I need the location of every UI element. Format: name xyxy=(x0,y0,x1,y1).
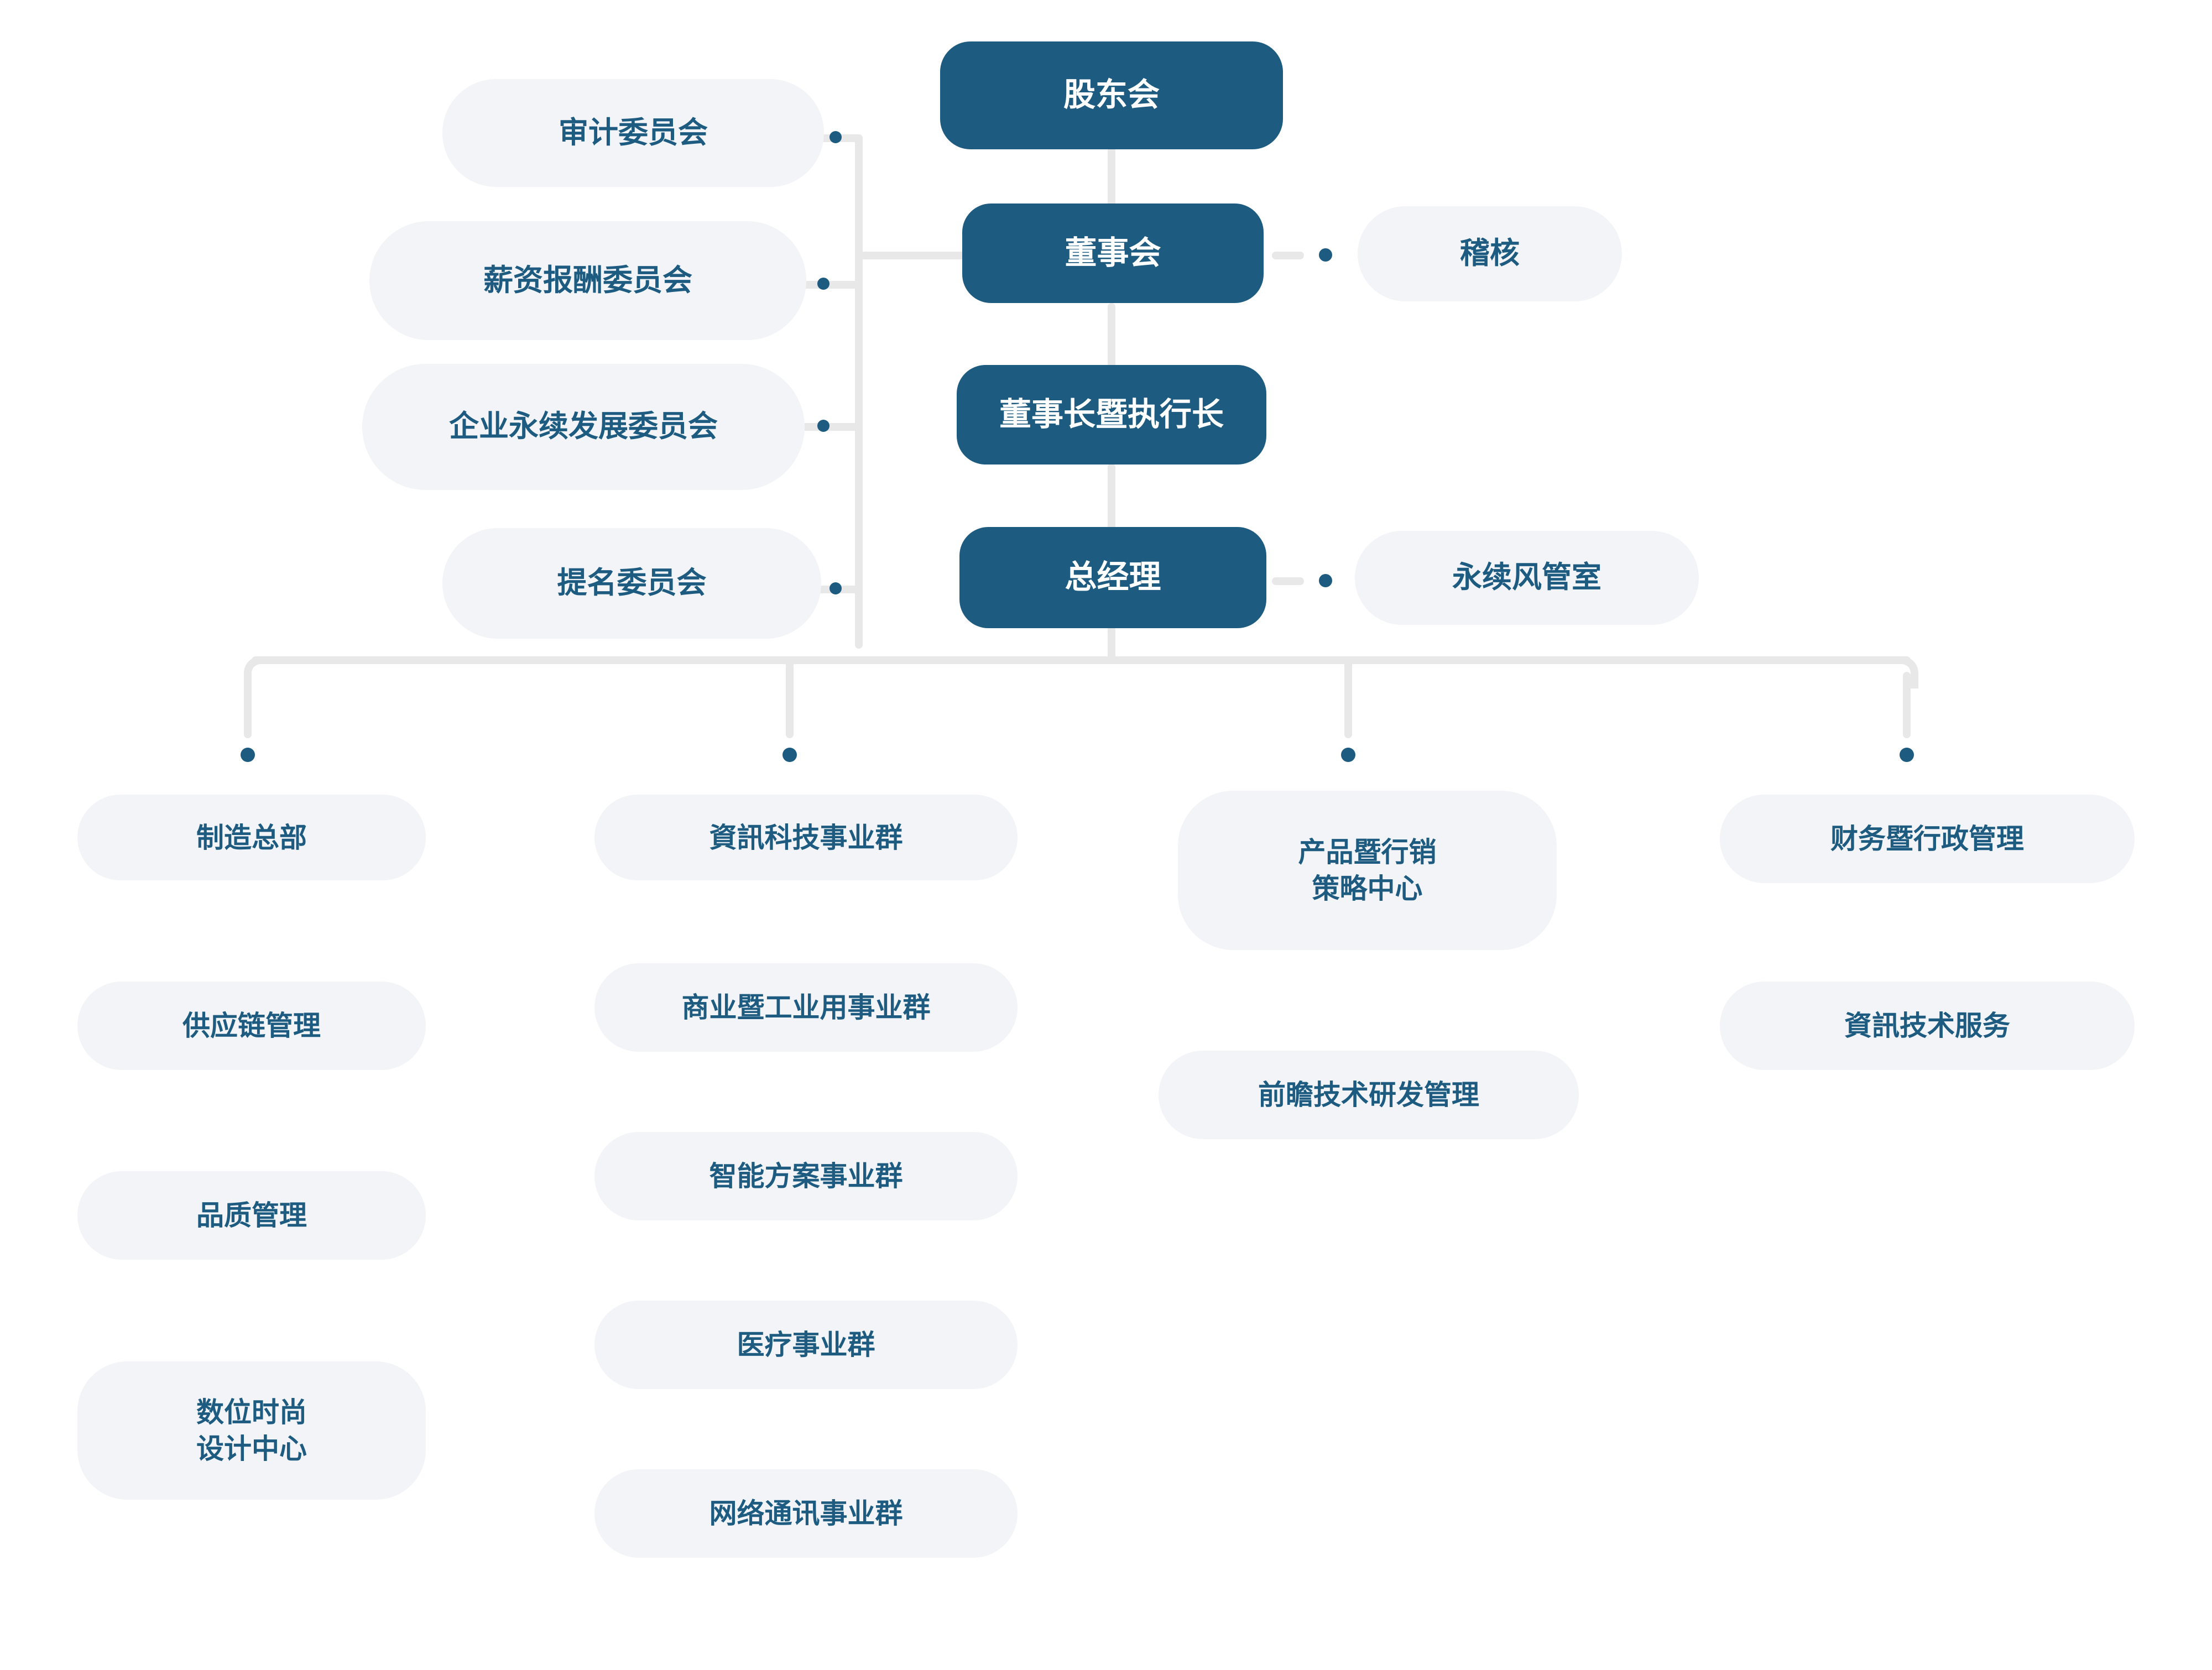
connector-division-bus xyxy=(252,656,1911,664)
connector-gm-to-risk-office xyxy=(1272,577,1304,585)
connector-dot-committee-1 xyxy=(830,131,842,143)
connector-dot-committee-3 xyxy=(817,420,830,432)
node-division-smart-solutions-business-group[interactable]: 智能方案事业群 xyxy=(594,1132,1018,1220)
node-sustainability-risk-office[interactable]: 永续风管室 xyxy=(1355,531,1699,625)
connector-dot-branch-1 xyxy=(241,748,255,762)
connector-board-to-audit xyxy=(1272,252,1304,259)
node-committee-audit[interactable]: 审计委员会 xyxy=(442,79,824,187)
connector-spine-shareholders-board xyxy=(1108,147,1115,213)
node-committee-nomination[interactable]: 提名委员会 xyxy=(442,528,821,639)
connector-dot-audit xyxy=(1319,248,1332,262)
node-division-advanced-technology-rnd[interactable]: 前瞻技术研发管理 xyxy=(1159,1051,1579,1139)
node-division-network-communication-business-group[interactable]: 网络通讯事业群 xyxy=(594,1469,1018,1558)
connector-dot-committee-2 xyxy=(817,278,830,290)
node-division-it-services[interactable]: 資訊技术服务 xyxy=(1720,982,2135,1070)
connector-dot-branch-2 xyxy=(782,748,797,762)
connector-spine-gm-divisions xyxy=(1108,626,1115,660)
connector-drop-branch-1 xyxy=(244,672,252,738)
connector-committee-trunk xyxy=(855,134,863,649)
node-division-manufacturing-hq[interactable]: 制造总部 xyxy=(77,795,426,880)
connector-dot-branch-3 xyxy=(1341,748,1355,762)
node-committee-sustainability[interactable]: 企业永续发展委员会 xyxy=(362,364,805,490)
connector-spine-board-chairman xyxy=(1108,303,1115,375)
node-division-quality-management[interactable]: 品质管理 xyxy=(77,1171,426,1260)
node-internal-audit[interactable]: 稽核 xyxy=(1358,206,1622,301)
connector-dot-risk-office xyxy=(1319,574,1332,587)
connector-drop-branch-4 xyxy=(1903,672,1911,738)
node-division-supply-chain[interactable]: 供应链管理 xyxy=(77,982,426,1070)
connector-dot-committee-4 xyxy=(830,582,842,594)
node-division-finance-administration[interactable]: 财务暨行政管理 xyxy=(1720,795,2135,883)
connector-elbow-right xyxy=(1886,656,1918,688)
node-division-commercial-industrial-business-group[interactable]: 商业暨工业用事业群 xyxy=(594,963,1018,1052)
node-division-it-business-group[interactable]: 資訊科技事业群 xyxy=(594,795,1018,880)
node-board-of-directors[interactable]: 董事会 xyxy=(962,203,1264,303)
node-division-medical-business-group[interactable]: 医疗事业群 xyxy=(594,1301,1018,1389)
node-shareholders-meeting[interactable]: 股东会 xyxy=(940,41,1283,149)
connector-drop-branch-3 xyxy=(1344,658,1352,738)
connector-committee-to-board xyxy=(860,252,966,259)
connector-spine-chairman-gm xyxy=(1108,463,1115,536)
node-chairman-and-ceo[interactable]: 董事长暨执行长 xyxy=(957,365,1266,465)
connector-dot-branch-4 xyxy=(1900,748,1914,762)
node-division-digital-fashion-design-center[interactable]: 数位时尚 设计中心 xyxy=(77,1361,426,1500)
node-general-manager[interactable]: 总经理 xyxy=(959,527,1266,628)
node-division-product-marketing-strategy-center[interactable]: 产品暨行销 策略中心 xyxy=(1178,791,1557,950)
node-committee-compensation[interactable]: 薪资报酬委员会 xyxy=(369,221,806,340)
connector-drop-branch-2 xyxy=(786,658,794,738)
